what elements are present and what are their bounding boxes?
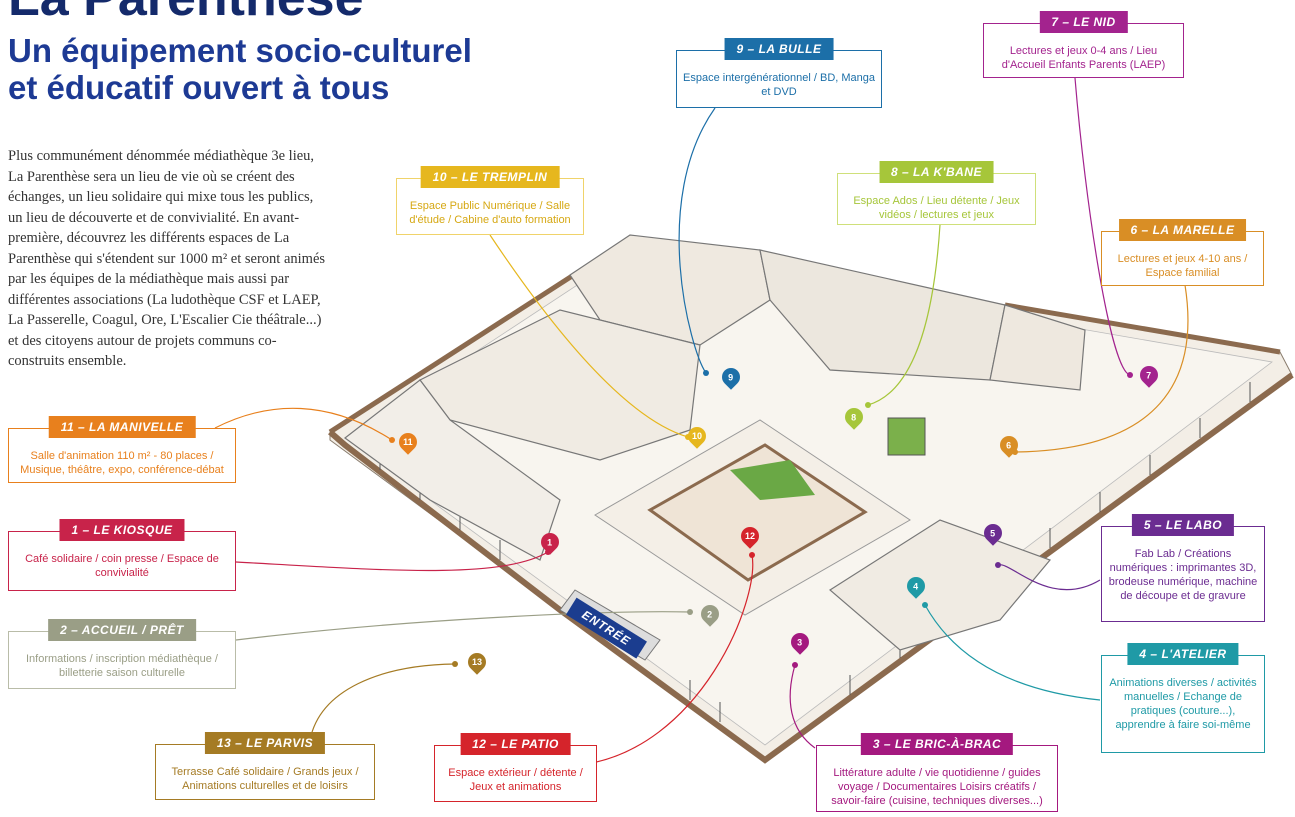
space-desc-10: Espace Public Numérique / Salle d'étude … [409, 200, 571, 226]
space-label-8: 8 – LA K'BANE [879, 161, 994, 183]
space-box-1[interactable]: 1 – LE KIOSQUE Café solidaire / coin pre… [8, 519, 236, 591]
space-desc-3: Littérature adulte / vie quotidienne / g… [831, 767, 1043, 807]
space-label-5: 5 – LE LABO [1131, 514, 1235, 536]
space-desc-1: Café solidaire / coin presse / Espace de… [25, 553, 219, 579]
subtitle-line-2: et éducatif ouvert à tous [8, 69, 390, 106]
space-desc-5: Fab Lab / Créations numériques : imprima… [1108, 548, 1258, 602]
space-label-13: 13 – LE PARVIS [204, 732, 326, 754]
space-box-6[interactable]: 6 – LA MARELLE Lectures et jeux 4-10 ans… [1101, 219, 1264, 286]
space-desc-9: Espace intergénérationnel / BD, Manga et… [683, 72, 876, 98]
intro-paragraph: Plus communément dénommée médiathèque 3e… [8, 148, 326, 369]
space-desc-11: Salle d'animation 110 m² - 80 places / M… [20, 450, 224, 476]
space-label-7: 7 – LE NID [1039, 11, 1128, 33]
space-box-4[interactable]: 4 – L'ATELIER Animations diverses / acti… [1101, 643, 1265, 753]
space-desc-7: Lectures et jeux 0-4 ans / Lieu d'Accuei… [1001, 45, 1166, 71]
space-desc-8: Espace Ados / Lieu détente / Jeux vidéos… [853, 195, 1020, 221]
space-box-3[interactable]: 3 – LE BRIC-À-BRAC Littérature adulte / … [816, 733, 1058, 812]
space-desc-13: Terrasse Café solidaire / Grands jeux / … [171, 766, 359, 792]
space-box-8[interactable]: 8 – LA K'BANE Espace Ados / Lieu détente… [837, 161, 1036, 225]
space-label-10: 10 – LE TREMPLIN [420, 166, 560, 188]
space-box-10[interactable]: 10 – LE TREMPLIN Espace Public Numérique… [396, 166, 584, 235]
space-label-12: 12 – LE PATIO [460, 733, 571, 755]
space-box-9[interactable]: 9 – LA BULLE Espace intergénérationnel /… [676, 38, 882, 108]
page-title: La Parenthèse [8, 0, 364, 24]
space-label-9: 9 – LA BULLE [724, 38, 834, 60]
subtitle-line-1: Un équipement socio-culturel [8, 32, 472, 69]
space-label-11: 11 – LA MANIVELLE [48, 416, 196, 438]
space-label-4: 4 – L'ATELIER [1127, 643, 1239, 665]
space-desc-12: Espace extérieur / détente / Jeux et ani… [448, 767, 583, 793]
space-box-7[interactable]: 7 – LE NID Lectures et jeux 0-4 ans / Li… [983, 11, 1184, 78]
space-desc-2: Informations / inscription médiathèque /… [26, 653, 218, 679]
space-label-2: 2 – ACCUEIL / PRÊT [48, 619, 196, 641]
space-label-1: 1 – LE KIOSQUE [59, 519, 185, 541]
space-label-3: 3 – LE BRIC-À-BRAC [860, 733, 1014, 755]
space-desc-6: Lectures et jeux 4-10 ans / Espace famil… [1117, 253, 1248, 279]
space-box-13[interactable]: 13 – LE PARVIS Terrasse Café solidaire /… [155, 732, 375, 800]
space-box-5[interactable]: 5 – LE LABO Fab Lab / Créations numériqu… [1101, 514, 1265, 622]
space-label-6: 6 – LA MARELLE [1118, 219, 1247, 241]
space-box-2[interactable]: 2 – ACCUEIL / PRÊT Informations / inscri… [8, 619, 236, 689]
page-subtitle: Un équipement socio-culturel et éducatif… [8, 32, 472, 106]
space-box-11[interactable]: 11 – LA MANIVELLE Salle d'animation 110 … [8, 416, 236, 483]
space-box-12[interactable]: 12 – LE PATIO Espace extérieur / détente… [434, 733, 597, 802]
space-desc-4: Animations diverses / activités manuelle… [1109, 677, 1257, 731]
